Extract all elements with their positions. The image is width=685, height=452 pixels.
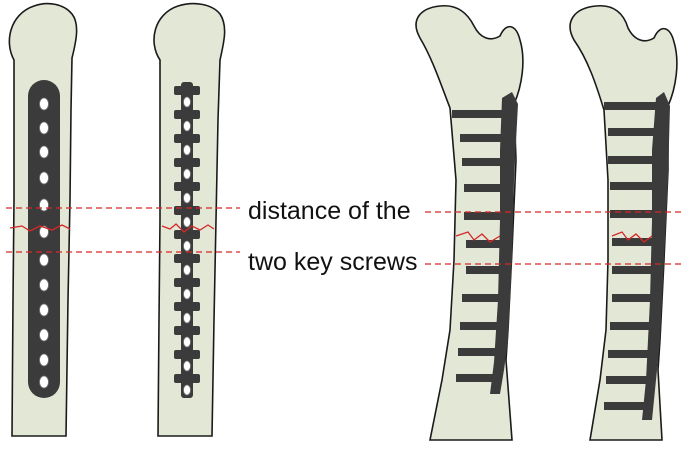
screw-hole xyxy=(183,144,191,156)
screw xyxy=(466,240,500,248)
plate-tab xyxy=(174,302,200,311)
screw-hole xyxy=(39,278,49,292)
screw-hole xyxy=(39,353,49,367)
fracture-line xyxy=(9,224,71,232)
screw xyxy=(464,212,500,220)
screw-hole xyxy=(183,288,191,300)
femoral-plate xyxy=(490,92,518,394)
caption-line-1: distance of the xyxy=(248,197,411,225)
screw-hole xyxy=(183,120,191,132)
plate-tab xyxy=(174,374,200,383)
plate-tab xyxy=(174,182,200,191)
screw-hole xyxy=(39,171,49,185)
screw xyxy=(456,374,496,382)
screw xyxy=(612,238,654,246)
screw-hole xyxy=(39,225,49,239)
fracture-line xyxy=(161,223,215,233)
plate-tab xyxy=(174,110,200,119)
femur-with-plate-and-screws xyxy=(415,4,524,441)
screw-hole xyxy=(183,312,191,324)
screw xyxy=(606,376,650,384)
screw xyxy=(460,322,498,330)
caption-line-2: two key screws xyxy=(248,248,418,276)
plate-tab xyxy=(174,230,200,239)
screw xyxy=(462,158,501,166)
screw-hole xyxy=(39,121,49,135)
screw-hole xyxy=(39,198,49,212)
fracture-line xyxy=(455,231,501,243)
screw xyxy=(610,182,655,190)
screw-hole xyxy=(39,303,49,317)
screw-hole xyxy=(183,264,191,276)
screw xyxy=(610,210,654,218)
screw xyxy=(464,184,500,192)
screw-hole xyxy=(183,384,191,396)
screw xyxy=(608,128,656,136)
screw-hole xyxy=(183,168,191,180)
forearm-bone-with-slotted-plate xyxy=(8,2,78,437)
screws xyxy=(604,102,658,410)
screw xyxy=(460,134,502,142)
plate-tab xyxy=(174,254,200,263)
screws xyxy=(452,110,504,382)
fracture-line xyxy=(611,231,653,243)
plate-tab xyxy=(174,158,200,167)
screw xyxy=(604,102,658,110)
screw xyxy=(612,294,653,302)
screw-hole xyxy=(183,192,191,204)
plate-tab xyxy=(174,326,200,335)
screw xyxy=(458,348,497,356)
screw-hole xyxy=(183,360,191,372)
screw-hole xyxy=(39,97,49,111)
screw xyxy=(610,322,652,330)
screw-hole xyxy=(39,145,49,159)
screw xyxy=(612,266,654,274)
femoral-plate xyxy=(642,92,670,420)
reference-lines xyxy=(6,207,682,265)
screw xyxy=(452,110,504,118)
screw xyxy=(466,266,500,274)
screw-hole xyxy=(183,240,191,252)
plate-tab xyxy=(174,350,200,359)
screw-hole xyxy=(39,253,49,267)
plate-tab xyxy=(174,278,200,287)
locking-plate-holes xyxy=(174,86,200,396)
screw xyxy=(462,294,499,302)
screw-hole xyxy=(183,96,191,108)
forearm-bone-with-locking-plate xyxy=(153,2,226,437)
plate-tab xyxy=(174,86,200,95)
screw xyxy=(608,156,655,164)
femur-with-plate-and-screws-alt xyxy=(569,4,678,441)
screw xyxy=(604,402,648,410)
screw xyxy=(608,350,651,358)
screw-hole xyxy=(39,328,49,342)
plate-tab xyxy=(174,134,200,143)
screw-hole xyxy=(39,375,49,389)
screw-hole xyxy=(183,336,191,348)
screw-hole xyxy=(183,216,191,228)
slotted-plate xyxy=(28,80,60,398)
